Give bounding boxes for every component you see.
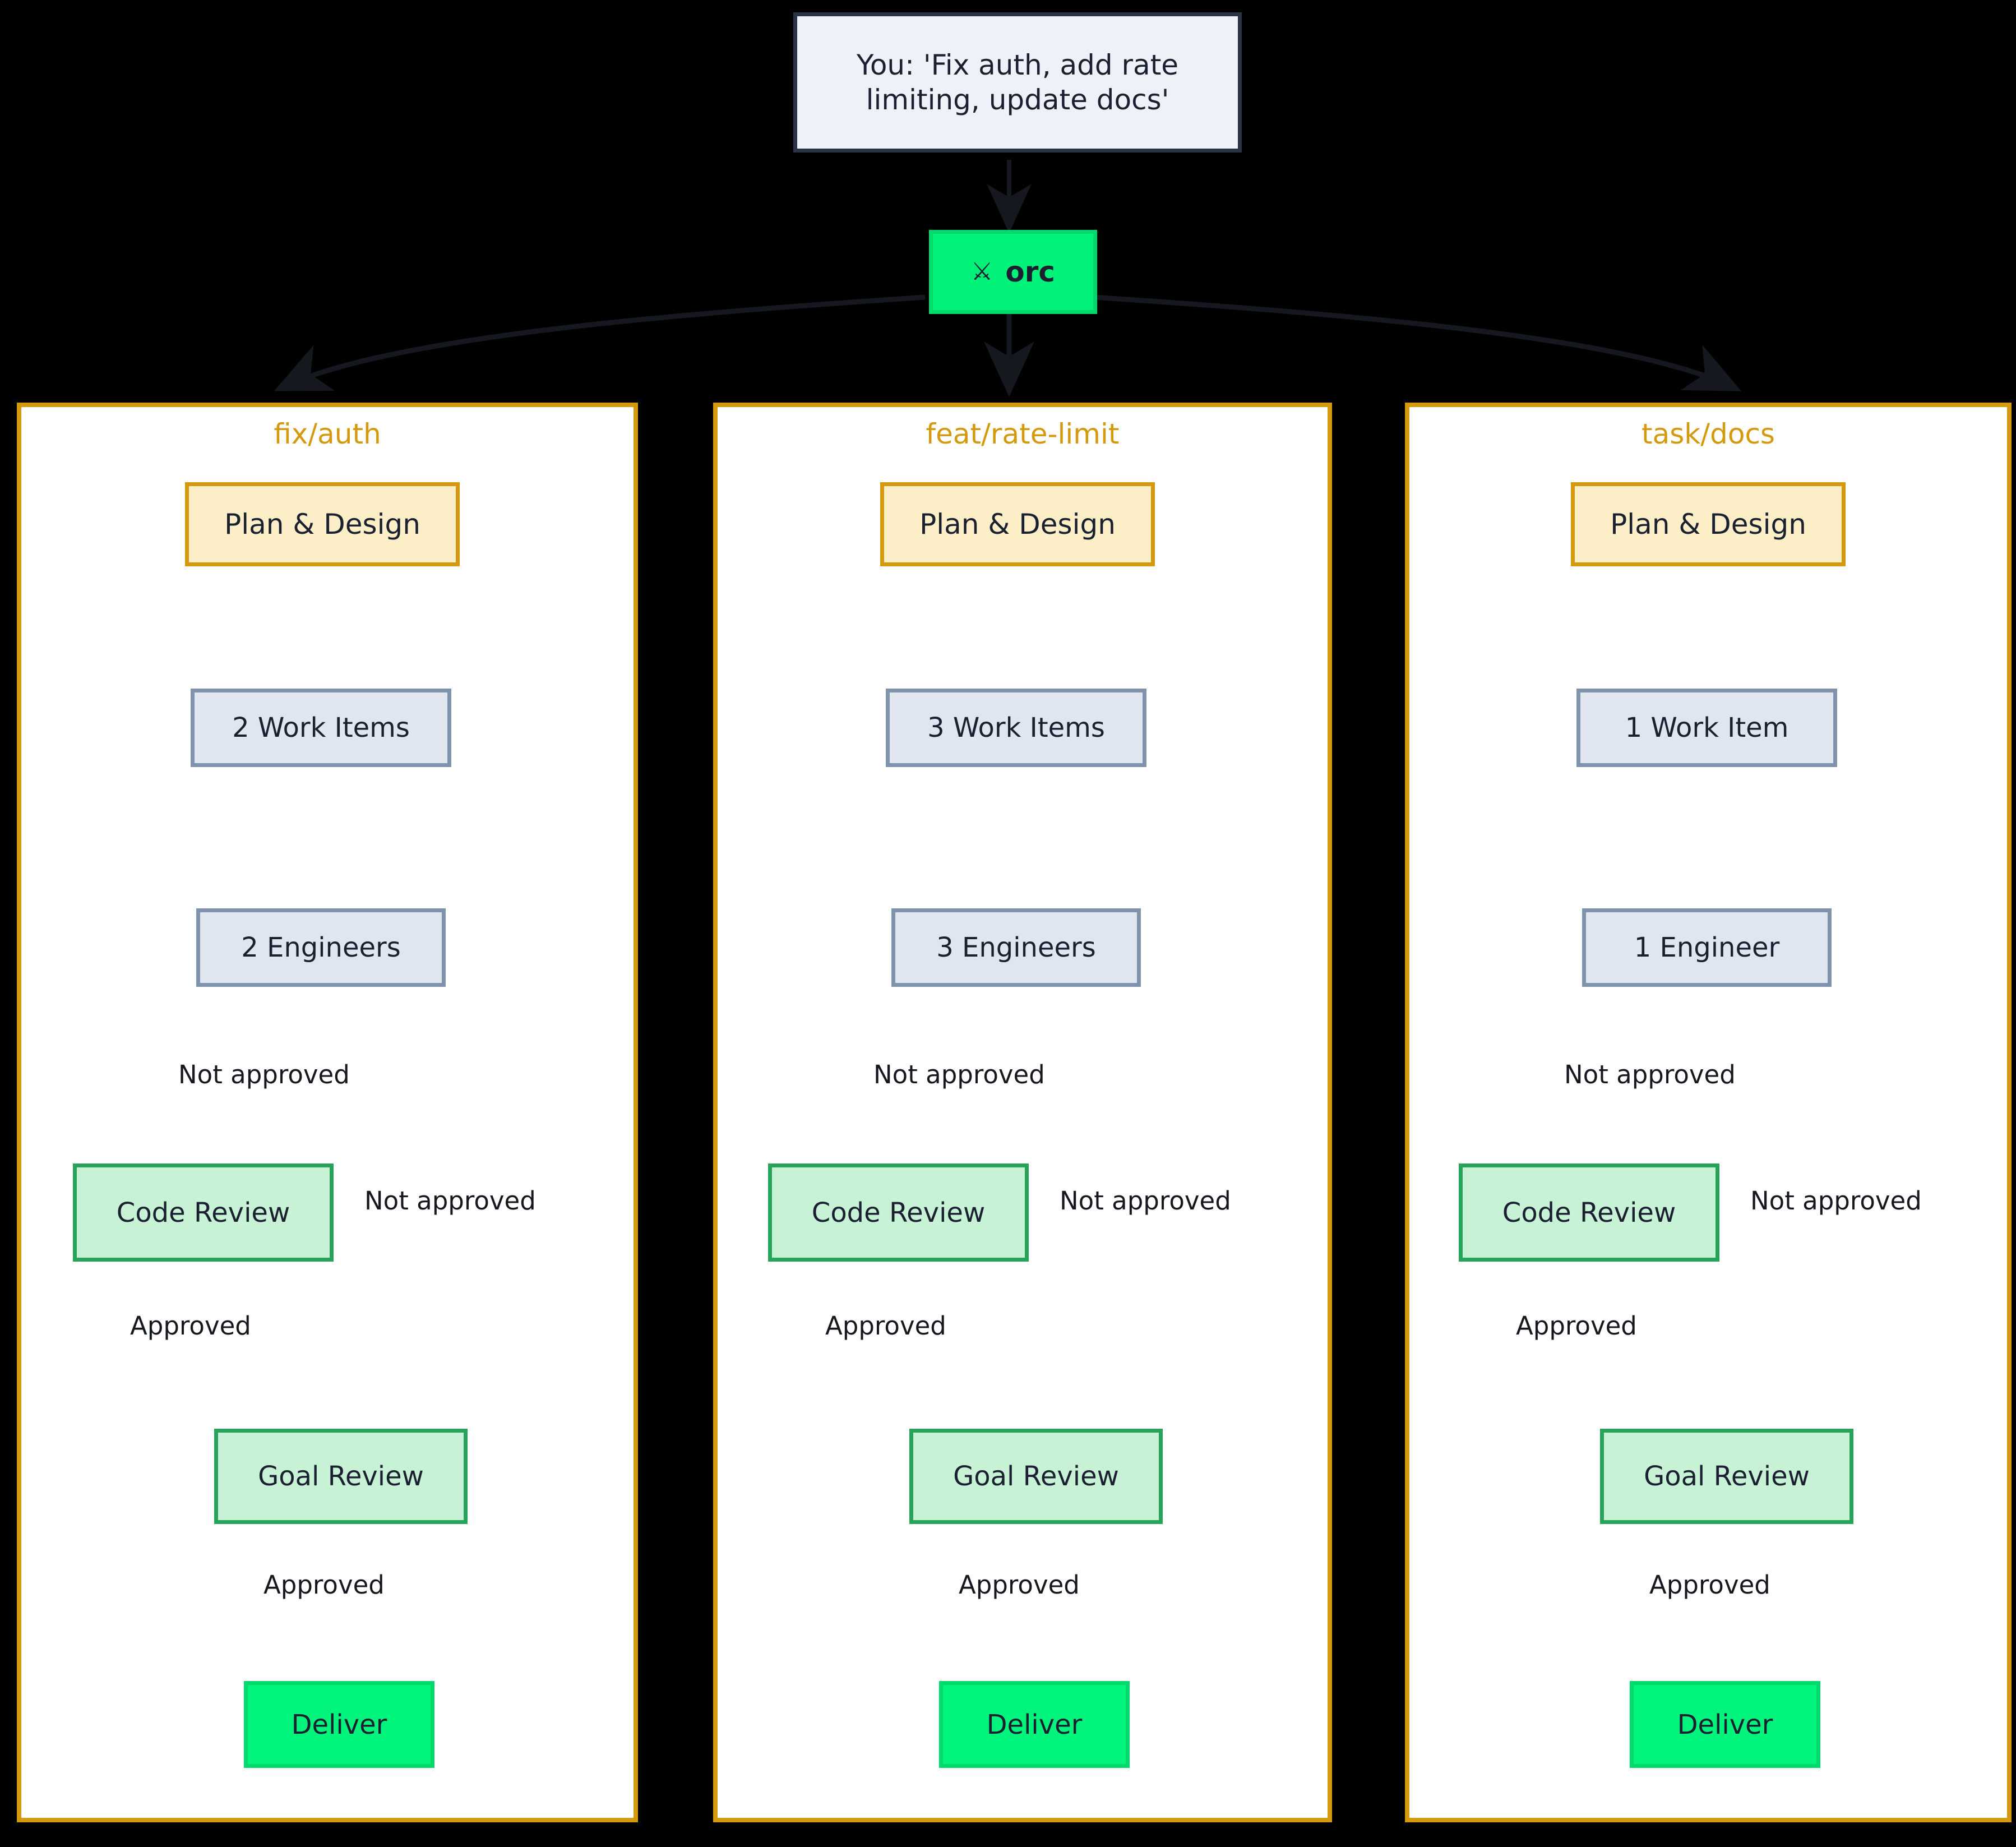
orchestrator-node[interactable]: ⚔ orc	[929, 230, 1097, 314]
user-prompt-node[interactable]: You: 'Fix auth, add rate limiting, updat…	[793, 12, 1242, 153]
lane-2-code-review-not-approved-label: Not approved	[873, 1060, 1045, 1089]
lane-3-goal-review-approved-label: Approved	[1649, 1570, 1770, 1600]
lane-1-goal-review-not-approved-label: Not approved	[364, 1186, 536, 1216]
subgraph-panel-fix-auth[interactable]	[17, 403, 638, 1822]
lane-3-code-review-approved-label: Approved	[1516, 1311, 1637, 1341]
lane-1-engineers-node[interactable]: 2 Engineers	[196, 908, 446, 987]
lane-3-goal-review-node[interactable]: Goal Review	[1600, 1429, 1853, 1524]
lane-3-plan-node[interactable]: Plan & Design	[1571, 482, 1846, 566]
lane-3-code-review-not-approved-label: Not approved	[1564, 1060, 1736, 1089]
lane-1-plan-node[interactable]: Plan & Design	[185, 482, 460, 566]
lane-3-deliver-node[interactable]: Deliver	[1630, 1681, 1820, 1768]
lane-1-goal-review-node[interactable]: Goal Review	[214, 1429, 468, 1524]
lane-2-deliver-node[interactable]: Deliver	[939, 1681, 1130, 1768]
lane-2-work-items-node[interactable]: 3 Work Items	[886, 689, 1146, 767]
edge-orchestrator-to-lane-1	[274, 294, 926, 391]
lane-2-engineers-node[interactable]: 3 Engineers	[891, 908, 1141, 987]
lane-2-goal-review-approved-label: Approved	[959, 1570, 1080, 1600]
lane-3-code-review-node[interactable]: Code Review	[1459, 1163, 1719, 1262]
lane-1-code-review-not-approved-label: Not approved	[178, 1060, 350, 1089]
lane-2-code-review-node[interactable]: Code Review	[768, 1163, 1029, 1262]
lane-2-goal-review-node[interactable]: Goal Review	[909, 1429, 1163, 1524]
lane-3-engineers-node[interactable]: 1 Engineer	[1582, 908, 1832, 987]
lane-1-work-items-node[interactable]: 2 Work Items	[191, 689, 451, 767]
lane-2-plan-node[interactable]: Plan & Design	[880, 482, 1155, 566]
lane-1-code-review-approved-label: Approved	[130, 1311, 251, 1341]
orchestrator-label: orc	[1005, 255, 1056, 288]
lane-3-goal-review-not-approved-label: Not approved	[1750, 1186, 1922, 1216]
subgraph-title-feat-rate-limit: feat/rate-limit	[926, 418, 1120, 450]
subgraph-title-fix-auth: fix/auth	[274, 418, 381, 450]
lane-3-work-items-node[interactable]: 1 Work Item	[1576, 689, 1837, 767]
lane-1-goal-review-approved-label: Approved	[263, 1570, 385, 1600]
lane-2-code-review-approved-label: Approved	[825, 1311, 946, 1341]
lane-1-code-review-node[interactable]: Code Review	[73, 1163, 334, 1262]
subgraph-panel-feat-rate-limit[interactable]	[713, 403, 1332, 1822]
subgraph-title-task-docs: task/docs	[1642, 418, 1775, 450]
edge-orchestrator-to-lane-3	[1093, 294, 1742, 391]
crossed-swords-icon: ⚔	[970, 257, 993, 286]
lane-1-deliver-node[interactable]: Deliver	[244, 1681, 434, 1768]
lane-2-goal-review-not-approved-label: Not approved	[1060, 1186, 1231, 1216]
subgraph-panel-task-docs[interactable]	[1405, 403, 2012, 1822]
